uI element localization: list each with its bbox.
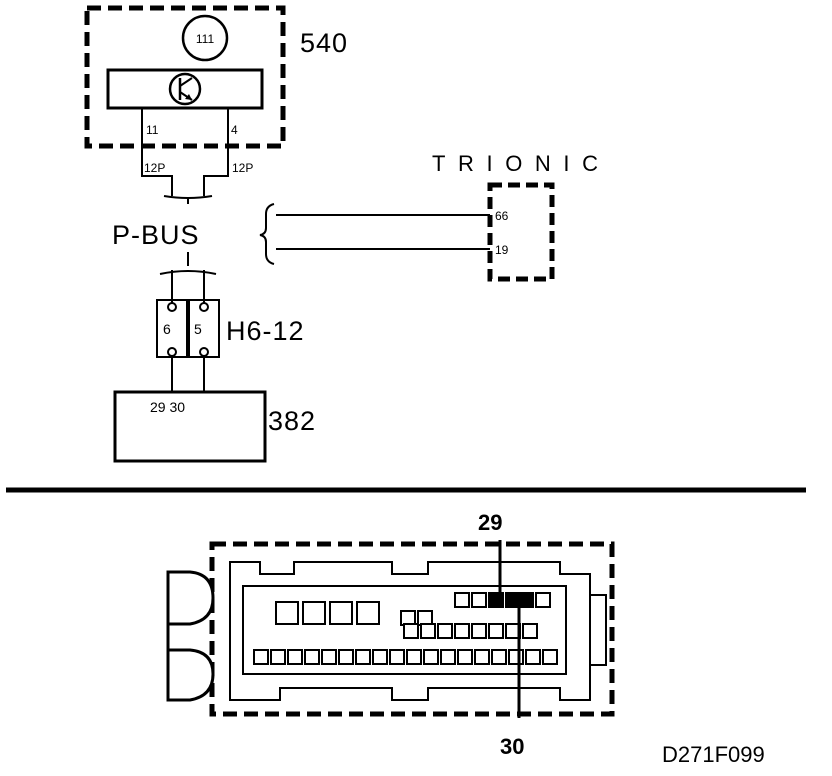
component-382-pins: 29 30 xyxy=(150,399,185,415)
lamp-icon xyxy=(181,14,229,62)
component-382: 29 30 382 xyxy=(113,390,316,463)
transistor-icon xyxy=(168,72,202,106)
wire-label-left: 12P xyxy=(144,161,165,175)
h6-pin-5: 5 xyxy=(194,321,202,337)
component-540-label: 540 xyxy=(300,28,348,58)
bus-to-trionic xyxy=(259,203,490,265)
p-bus-label: P-BUS xyxy=(112,220,200,250)
h6-label: H6-12 xyxy=(226,316,305,346)
component-540: 111 11 4 540 xyxy=(84,5,348,160)
trionic-label: TRIONIC xyxy=(432,151,598,176)
figure-id: D271F099 xyxy=(662,742,765,767)
pin-4-label: 4 xyxy=(231,123,238,137)
bus-wires-bottom xyxy=(159,252,217,304)
bus-wires-top xyxy=(141,160,229,204)
pin-11-label: 11 xyxy=(146,123,159,137)
component-382-label: 382 xyxy=(268,406,316,436)
connector-face-view xyxy=(166,541,615,717)
component-382-box xyxy=(113,390,267,463)
callout-pin-29: 29 xyxy=(478,510,502,535)
lamp-label: 111 xyxy=(196,32,215,46)
component-540-box xyxy=(84,5,286,149)
connector-pin-grid xyxy=(253,592,558,665)
h6-pin-6: 6 xyxy=(163,321,171,337)
trionic-pin-66: 66 xyxy=(495,209,509,223)
component-540-module xyxy=(106,68,264,110)
trionic-box xyxy=(487,182,555,282)
pin-callouts xyxy=(498,540,521,718)
trionic-pin-19: 19 xyxy=(495,243,509,257)
wire-label-right: 12P xyxy=(232,161,253,175)
connector-h6-12: 6 5 H6-12 xyxy=(156,299,305,358)
wires-to-382 xyxy=(171,356,205,392)
callout-pin-30: 30 xyxy=(500,734,524,759)
